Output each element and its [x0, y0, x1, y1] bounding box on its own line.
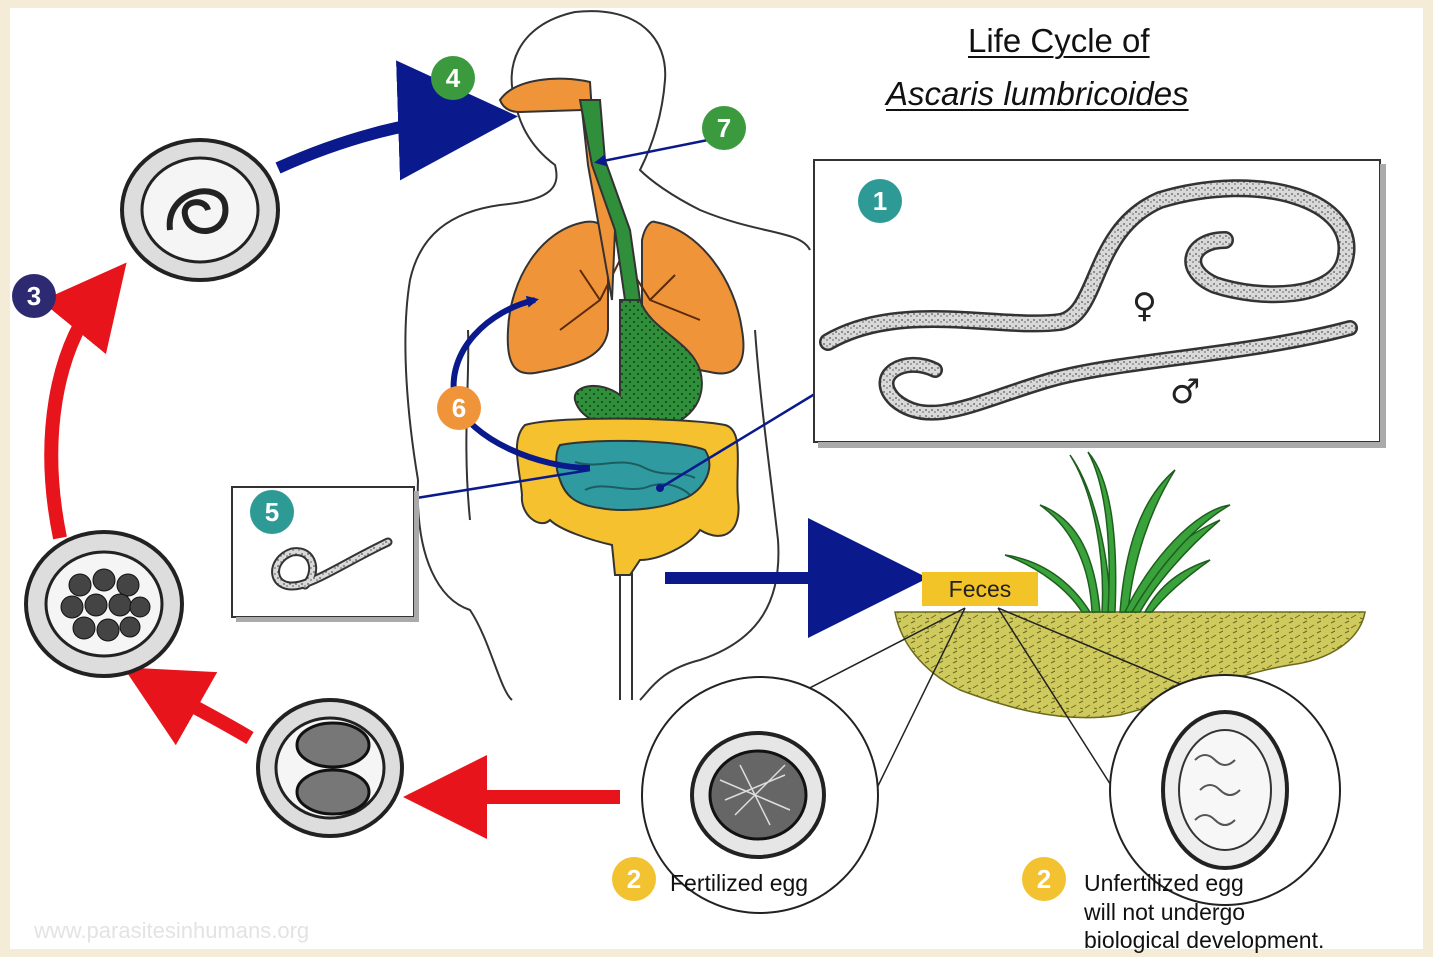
- step-badge-2-unfertilized: 2: [1022, 857, 1066, 901]
- step-badge-7: 7: [702, 106, 746, 150]
- step-badge-1: 1: [858, 179, 902, 223]
- morula-egg: [26, 532, 182, 676]
- unfertilized-egg-caption-line-2: will not undergo: [1084, 899, 1245, 926]
- grass: [1005, 452, 1230, 612]
- unfertilized-egg-caption-line-1: Unfertilized egg: [1084, 870, 1244, 897]
- male-symbol: ♂: [1170, 372, 1200, 412]
- step-badge-4: 4: [431, 56, 475, 100]
- title-line-1: Life Cycle of: [968, 22, 1150, 60]
- pointer-step-7: [598, 138, 718, 162]
- arrow-eggs-to-mouth: [278, 118, 470, 168]
- step-badge-3: 3: [12, 274, 56, 318]
- arrow-morula-to-larvated: [51, 295, 100, 538]
- larvated-egg: [122, 140, 278, 280]
- step-badge-5: 5: [250, 490, 294, 534]
- unfertilized-egg-caption-line-3: biological development.: [1084, 927, 1324, 954]
- female-symbol: ♀: [1132, 286, 1157, 326]
- watermark: www.parasitesinhumans.org: [34, 918, 309, 944]
- fertilized-egg-caption: Fertilized egg: [670, 870, 808, 897]
- step-badge-2-fertilized: 2: [612, 857, 656, 901]
- title-line-2: Ascaris lumbricoides: [886, 75, 1189, 113]
- arrow-two-cell-to-morula: [160, 688, 250, 738]
- step-badge-6: 6: [437, 386, 481, 430]
- two-cell-egg: [258, 700, 402, 836]
- feces-label: Feces: [922, 572, 1038, 606]
